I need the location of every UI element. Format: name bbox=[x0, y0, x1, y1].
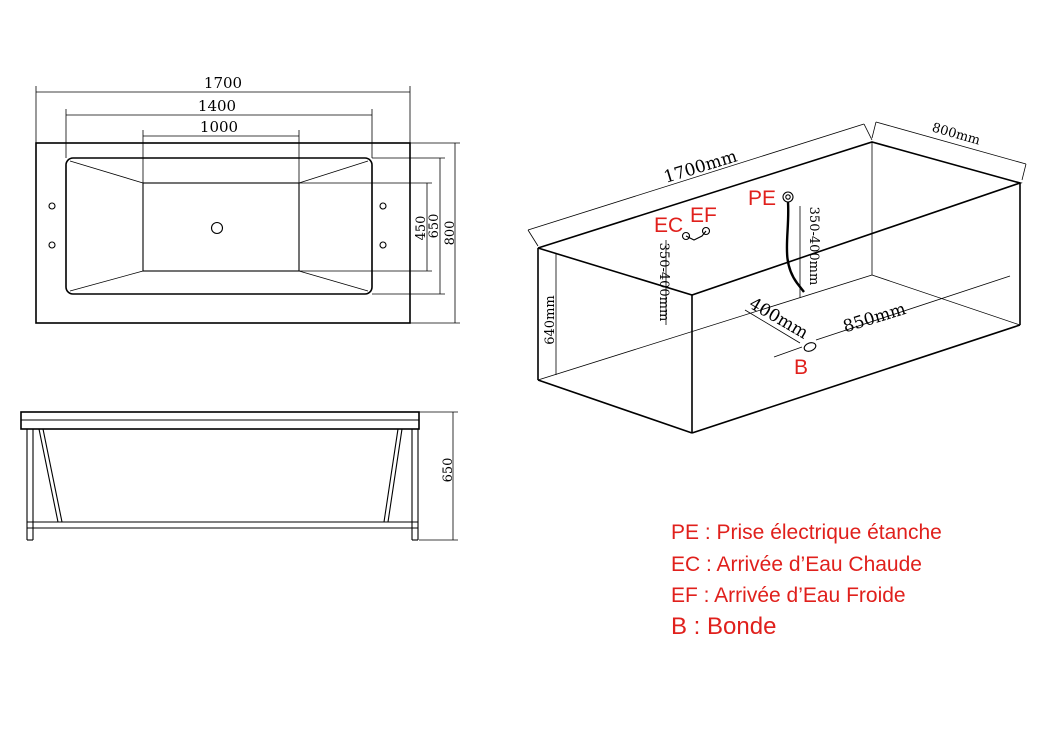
tag-b: B bbox=[794, 356, 808, 379]
jet-left-lower bbox=[48, 241, 56, 249]
ef-fitting bbox=[701, 226, 711, 236]
iso-view: 1700mm 800mm 640mm 350-400mm 350-400mm 4… bbox=[527, 121, 1027, 434]
top-view-drain bbox=[210, 221, 224, 235]
pe-fitting bbox=[782, 191, 794, 203]
jet-right-upper bbox=[379, 202, 387, 210]
legend-pe: PE : Prise électrique étanche bbox=[671, 521, 942, 544]
dim-side-height: 650 bbox=[441, 458, 456, 483]
tag-ef: EF bbox=[690, 204, 717, 227]
dim-floor-length: 1000 bbox=[200, 118, 238, 136]
jet-left-upper bbox=[48, 202, 56, 210]
ec-fitting bbox=[681, 231, 691, 241]
legend-ec: EC : Arrivée d’Eau Chaude bbox=[671, 553, 922, 576]
top-view: 1700 1400 1000 450 650 800 bbox=[35, 74, 460, 324]
jet-right-lower bbox=[379, 241, 387, 249]
dim-iso-height: 640mm bbox=[543, 295, 558, 344]
dim-floor-width: 450 bbox=[414, 216, 429, 241]
dim-iso-length: 1700mm bbox=[662, 147, 740, 188]
legend-ef: EF : Arrivée d’Eau Froide bbox=[671, 584, 906, 607]
top-view-outer-rim bbox=[35, 142, 411, 324]
tag-pe: PE bbox=[748, 187, 776, 210]
top-view-basin-floor bbox=[142, 182, 300, 272]
dim-drain-length: 850mm bbox=[841, 299, 909, 337]
dim-overall-length: 1700 bbox=[204, 74, 242, 92]
dim-drain-offset: 400mm bbox=[745, 294, 811, 344]
top-view-basin bbox=[65, 157, 373, 295]
dim-ec-height: 350-400mm bbox=[656, 243, 671, 322]
legend-b: B : Bonde bbox=[671, 613, 776, 640]
side-view: 650 bbox=[20, 411, 458, 541]
legend: PE : Prise électrique étanche EC : Arriv… bbox=[671, 521, 942, 640]
dim-basin-width: 650 bbox=[427, 214, 442, 239]
dim-overall-width: 800 bbox=[443, 221, 458, 246]
tag-ec: EC bbox=[654, 214, 683, 237]
pe-cable bbox=[785, 201, 805, 293]
dim-basin-length: 1400 bbox=[198, 97, 236, 115]
drain-b bbox=[803, 342, 817, 352]
dim-pe-height: 350-400mm bbox=[806, 207, 821, 286]
